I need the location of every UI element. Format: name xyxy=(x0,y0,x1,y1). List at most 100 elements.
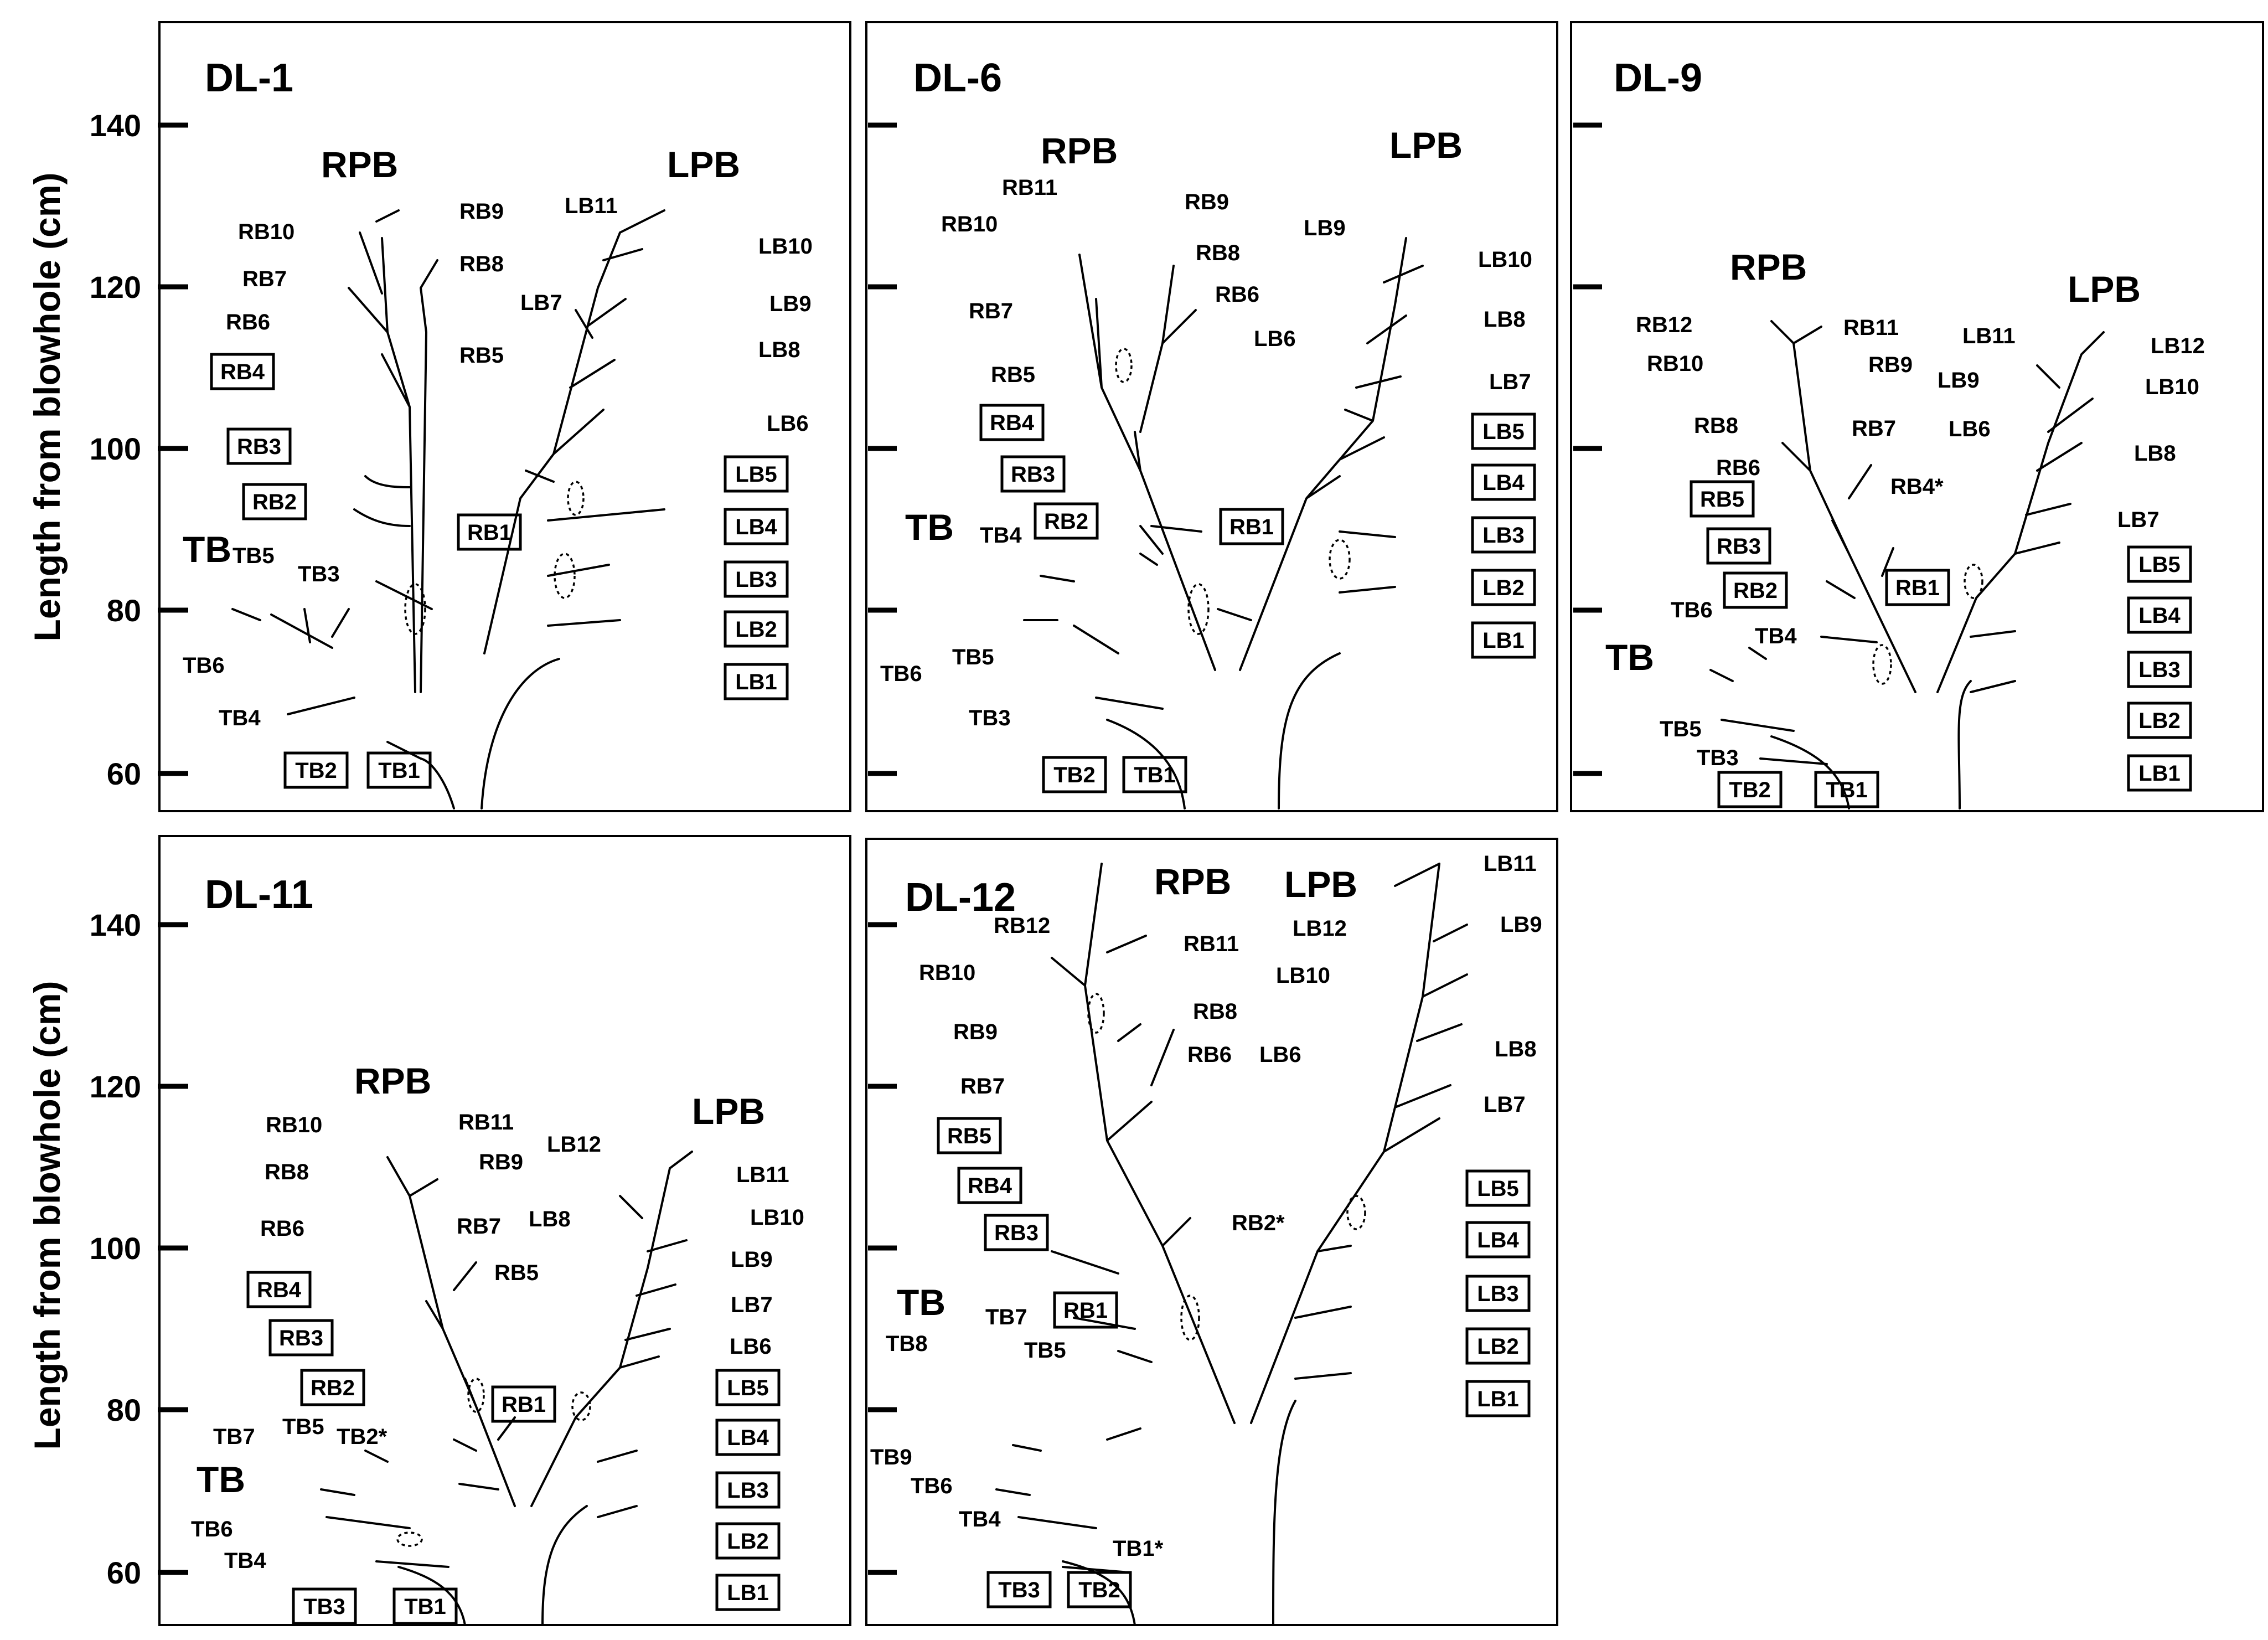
boxed-label: LB4 xyxy=(1482,471,1525,495)
branch-label: TB5 xyxy=(282,1415,324,1439)
y-axis-ticks-top: 140 120 100 80 60 xyxy=(90,108,188,791)
boxed-label: RB4 xyxy=(220,360,265,384)
branch-label: RB10 xyxy=(266,1113,322,1137)
boxed-label: LB4 xyxy=(2138,604,2181,628)
panel-title-dl-6: DL-6 xyxy=(913,56,1002,100)
branch-label: RB5 xyxy=(459,343,504,368)
boxed-label: TB3 xyxy=(998,1578,1040,1602)
tree-label: TB xyxy=(1605,637,1654,678)
branch-label: RB9 xyxy=(1868,353,1913,377)
tick-label: 120 xyxy=(90,1069,141,1104)
branch-label: RB6 xyxy=(260,1216,304,1241)
labels-dl-12: RPB LPB TB RB12 RB11 RB10 RB9 RB8 RB7 RB… xyxy=(870,852,1542,1561)
boxed-label: LB5 xyxy=(2138,553,2181,577)
boxed-label: RB4 xyxy=(257,1278,302,1302)
boxed-label: LB3 xyxy=(1482,523,1525,548)
tree-label: TB xyxy=(905,507,954,548)
boxed-labels-dl-6: RB4 RB3 RB2 RB1 TB2 TB1 LB5 LB4 LB3 LB2 … xyxy=(979,404,1536,793)
branch-label: TB4 xyxy=(959,1507,1001,1531)
branch-label: TB4 xyxy=(219,706,261,730)
branch-label: LB8 xyxy=(1484,307,1526,332)
branch-label: RB7 xyxy=(969,299,1013,323)
branch-label: TB6 xyxy=(911,1474,953,1498)
boxed-label: LB1 xyxy=(1477,1387,1519,1411)
boxed-label: TB1 xyxy=(404,1595,446,1619)
boxed-label: TB3 xyxy=(303,1595,345,1619)
branch-label: RB9 xyxy=(953,1020,998,1044)
boxed-label: TB2 xyxy=(295,759,337,783)
boxed-labels-dl-12: RB5 RB4 RB3 RB1 TB3 TB2 LB5 LB4 LB3 LB2 … xyxy=(937,1117,1531,1608)
branch-label: LB7 xyxy=(1484,1092,1526,1117)
branch-label: TB9 xyxy=(870,1445,912,1469)
branch-label: LB10 xyxy=(750,1205,804,1230)
branch-label: TB7 xyxy=(985,1305,1027,1329)
tree-label: LPB xyxy=(2068,269,2141,310)
branch-label: LB6 xyxy=(1259,1043,1301,1067)
boxed-label: LB4 xyxy=(727,1426,769,1450)
branch-label: RB12 xyxy=(994,914,1050,938)
branch-label: RB10 xyxy=(238,220,295,244)
branch-label: RB6 xyxy=(1716,456,1760,480)
tick-label: 140 xyxy=(90,907,141,942)
boxed-label: LB5 xyxy=(727,1376,769,1400)
branch-label: RB5 xyxy=(494,1261,539,1285)
boxed-label: TB2 xyxy=(1053,763,1096,787)
boxed-label: LB2 xyxy=(727,1529,769,1554)
branch-label: LB12 xyxy=(2151,334,2205,358)
tick-label: 80 xyxy=(107,593,141,628)
bronchial-tree-dl-1 xyxy=(231,209,665,809)
y-axis-label-top: Length from blowhole (cm) xyxy=(27,173,68,642)
branch-label: RB11 xyxy=(1002,176,1057,200)
panel-frame-dl-1 xyxy=(158,21,851,812)
branch-label: RB10 xyxy=(919,961,975,985)
boxed-labels-dl-1: RB4 RB3 RB2 RB1 TB2 TB1 LB5 LB4 LB3 LB2 … xyxy=(210,353,789,789)
tree-label: LPB xyxy=(667,144,740,185)
boxed-label: RB2 xyxy=(311,1376,355,1400)
branch-label: LB9 xyxy=(1304,216,1346,240)
branch-label: RB9 xyxy=(1185,190,1229,214)
branch-label: LB12 xyxy=(547,1132,601,1157)
branch-label: RB11 xyxy=(1184,932,1239,956)
branch-label: RB7 xyxy=(242,267,287,291)
branch-label: LB8 xyxy=(1495,1037,1537,1061)
boxed-label: RB1 xyxy=(1895,576,1940,600)
branch-label: RB10 xyxy=(941,212,998,236)
tree-label: RPB xyxy=(1041,130,1118,171)
tree-label: TB xyxy=(183,529,231,570)
labels-dl-1: RPB LPB TB RB10 RB9 RB7 RB8 RB6 RB5 TB5 … xyxy=(183,144,813,730)
branch-label: LB9 xyxy=(1938,368,1980,393)
boxed-label: RB3 xyxy=(1717,534,1761,559)
boxed-labels-dl-11: RB4 RB3 RB2 RB1 TB3 TB1 LB5 LB4 LB3 LB2 … xyxy=(246,1271,781,1625)
branch-label: LB9 xyxy=(769,292,812,316)
branch-label: TB4 xyxy=(1755,624,1797,648)
boxed-label: LB5 xyxy=(1482,420,1525,444)
branch-label: LB7 xyxy=(731,1293,773,1317)
branch-label: RB5 xyxy=(991,363,1035,387)
panel-title-dl-1: DL-1 xyxy=(205,56,293,100)
labels-dl-9: RPB LPB TB RB12 RB11 RB10 RB9 RB8 RB7 RB… xyxy=(1605,246,2205,770)
panel-tick-marks xyxy=(868,122,1602,1575)
branch-label: TB6 xyxy=(191,1517,233,1541)
branch-label: RB10 xyxy=(1647,352,1703,376)
branch-label: RB6 xyxy=(226,310,270,334)
bronchial-tree-dl-12 xyxy=(995,863,1468,1626)
branch-label: LB8 xyxy=(2134,441,2176,466)
boxed-label: LB3 xyxy=(735,568,777,592)
branch-label: LB7 xyxy=(520,291,562,315)
boxed-label: LB4 xyxy=(1477,1228,1519,1252)
bronchial-tree-dl-9 xyxy=(1709,320,2105,809)
boxed-label: RB2 xyxy=(252,490,297,514)
boxed-label: RB4 xyxy=(990,411,1035,435)
panel-title-dl-11: DL-11 xyxy=(205,873,313,917)
branch-label: TB5 xyxy=(1660,717,1702,741)
branch-label: TB2* xyxy=(337,1425,388,1449)
tree-label: LPB xyxy=(1284,864,1357,905)
branch-label: LB11 xyxy=(565,194,618,218)
branch-label: RB4* xyxy=(1890,475,1944,499)
panel-title-dl-12: DL-12 xyxy=(905,875,1016,920)
boxed-label: RB2 xyxy=(1044,509,1088,534)
branch-label: RB8 xyxy=(459,252,504,276)
branch-label: RB9 xyxy=(459,199,504,224)
